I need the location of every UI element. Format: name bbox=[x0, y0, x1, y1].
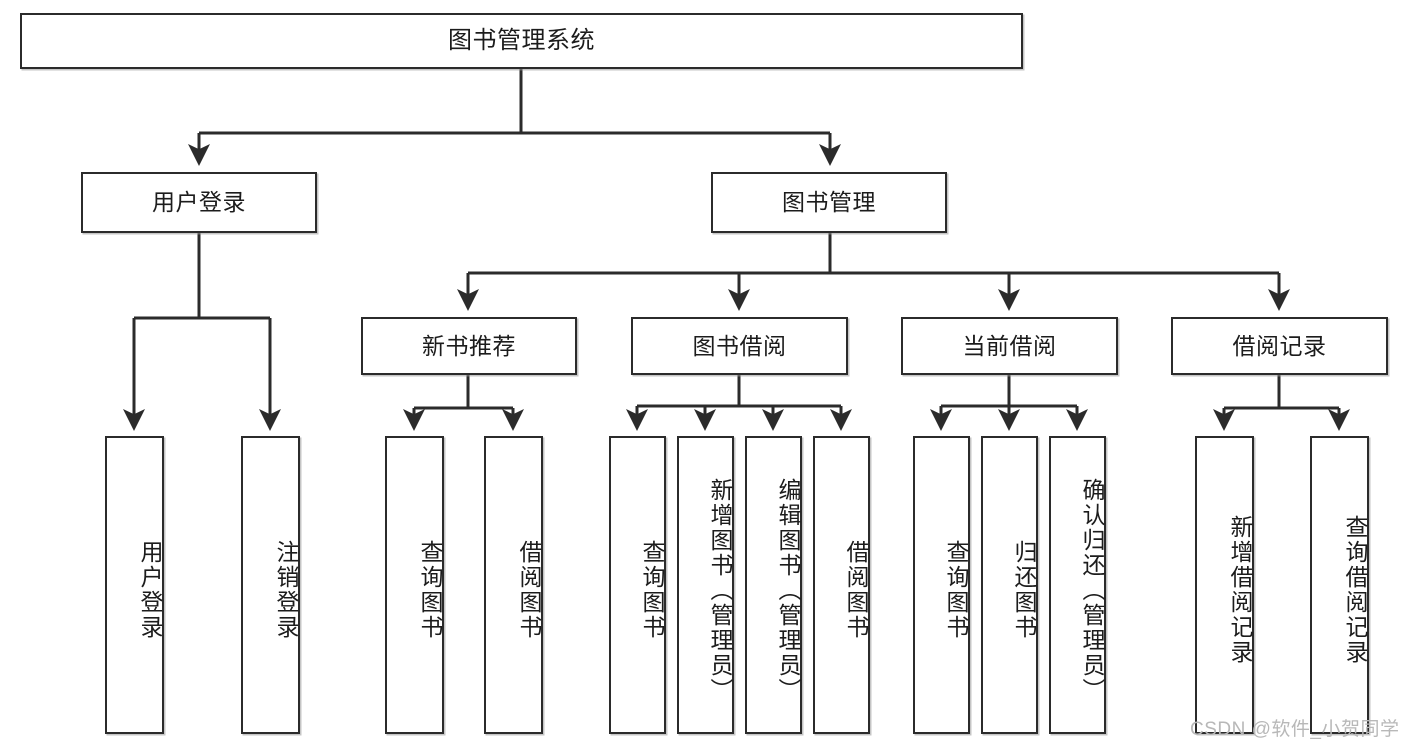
node-book-borrow[interactable]: 图书借阅 bbox=[631, 317, 848, 375]
node-new-book-rec[interactable]: 新书推荐 bbox=[361, 317, 577, 375]
node-user-login[interactable]: 用户登录 bbox=[81, 172, 317, 233]
node-borrow-record[interactable]: 借阅记录 bbox=[1171, 317, 1388, 375]
leaf-query-book-1[interactable]: 查询图书 bbox=[385, 436, 444, 734]
leaf-add-record-label: 新增借阅记录 bbox=[1227, 515, 1253, 665]
leaf-user-login-label: 用户登录 bbox=[137, 540, 163, 640]
node-borrow-record-label: 借阅记录 bbox=[1232, 332, 1327, 359]
leaf-add-record[interactable]: 新增借阅记录 bbox=[1195, 436, 1254, 734]
watermark-text: CSDN @软件_小贺同学 bbox=[1190, 719, 1400, 740]
leaf-logout-label: 注销登录 bbox=[273, 540, 299, 640]
leaf-confirm-return-label: 确认归还（管理员） bbox=[1079, 477, 1105, 703]
leaf-edit-book-label: 编辑图书（管理员） bbox=[775, 477, 801, 703]
leaf-query-book-2-label: 查询图书 bbox=[639, 540, 665, 640]
leaf-query-book-2[interactable]: 查询图书 bbox=[609, 436, 666, 734]
node-book-manage[interactable]: 图书管理 bbox=[711, 172, 947, 233]
leaf-query-book-1-label: 查询图书 bbox=[417, 540, 443, 640]
node-user-login-label: 用户登录 bbox=[152, 189, 246, 216]
leaf-borrow-book-1-label: 借阅图书 bbox=[516, 540, 542, 640]
leaf-query-record-label: 查询借阅记录 bbox=[1342, 515, 1368, 665]
leaf-logout[interactable]: 注销登录 bbox=[241, 436, 300, 734]
leaf-borrow-book-1[interactable]: 借阅图书 bbox=[484, 436, 543, 734]
leaf-edit-book[interactable]: 编辑图书（管理员） bbox=[745, 436, 802, 734]
node-book-borrow-label: 图书借阅 bbox=[692, 332, 787, 359]
node-root-label: 图书管理系统 bbox=[448, 27, 595, 55]
leaf-query-book-3[interactable]: 查询图书 bbox=[913, 436, 970, 734]
leaf-borrow-book-2[interactable]: 借阅图书 bbox=[813, 436, 870, 734]
leaf-add-book[interactable]: 新增图书（管理员） bbox=[677, 436, 734, 734]
leaf-query-record[interactable]: 查询借阅记录 bbox=[1310, 436, 1369, 734]
node-current-borrow[interactable]: 当前借阅 bbox=[901, 317, 1118, 375]
leaf-return-book-label: 归还图书 bbox=[1011, 540, 1037, 640]
leaf-borrow-book-2-label: 借阅图书 bbox=[843, 540, 869, 640]
node-current-borrow-label: 当前借阅 bbox=[962, 332, 1057, 359]
leaf-user-login[interactable]: 用户登录 bbox=[105, 436, 164, 734]
leaf-return-book[interactable]: 归还图书 bbox=[981, 436, 1038, 734]
leaf-query-book-3-label: 查询图书 bbox=[943, 540, 969, 640]
node-book-manage-label: 图书管理 bbox=[782, 189, 876, 216]
node-root-system[interactable]: 图书管理系统 bbox=[20, 13, 1023, 69]
leaf-add-book-label: 新增图书（管理员） bbox=[707, 477, 733, 703]
node-new-book-rec-label: 新书推荐 bbox=[422, 332, 516, 359]
leaf-confirm-return[interactable]: 确认归还（管理员） bbox=[1049, 436, 1106, 734]
